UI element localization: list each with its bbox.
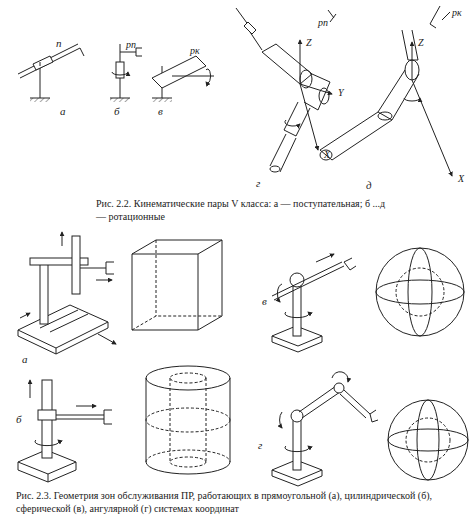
figure-letter: г [256, 178, 260, 189]
figure-letter: б [16, 414, 22, 425]
axis-label: X [458, 174, 464, 184]
figure-caption: Рис. 2.3. Геометрия зон обслуживания ПР,… [16, 490, 462, 515]
angular-work-zone [388, 400, 468, 480]
axis-label: п [56, 38, 62, 49]
cylindrical-work-zone [146, 366, 230, 474]
angular-robot [272, 372, 378, 486]
axis-label: рп [318, 18, 328, 28]
figure-letter: г [258, 440, 262, 451]
cartesian-robot [18, 232, 116, 354]
rotational-pair [110, 44, 142, 102]
rotational-pair [152, 56, 214, 102]
figure-letter: в [158, 106, 163, 117]
rectangular-work-zone [132, 240, 222, 330]
figure-caption: Рис. 2.2. Кинематические пары V класса: … [96, 198, 396, 223]
axis-label: Z [306, 38, 312, 48]
axis-label: Y [338, 88, 344, 98]
axis-label: Z [418, 38, 424, 48]
axis-label: X [324, 150, 330, 160]
prismatic-pair [18, 44, 84, 102]
spherical-robot [272, 254, 356, 352]
cylindrical-robot [18, 380, 112, 482]
rotational-pair [236, 8, 336, 172]
figure-letter: б [114, 106, 120, 117]
spherical-work-zone [376, 248, 464, 336]
figure-letter: д [366, 180, 372, 191]
figure-letter: в [262, 296, 267, 307]
figure-letter: а [60, 106, 66, 117]
axis-label: рк [452, 8, 462, 18]
rotational-pair [320, 6, 452, 176]
axis-label: рк [190, 46, 200, 56]
axis-label: рп [126, 40, 136, 50]
figure-letter: а [22, 354, 28, 365]
